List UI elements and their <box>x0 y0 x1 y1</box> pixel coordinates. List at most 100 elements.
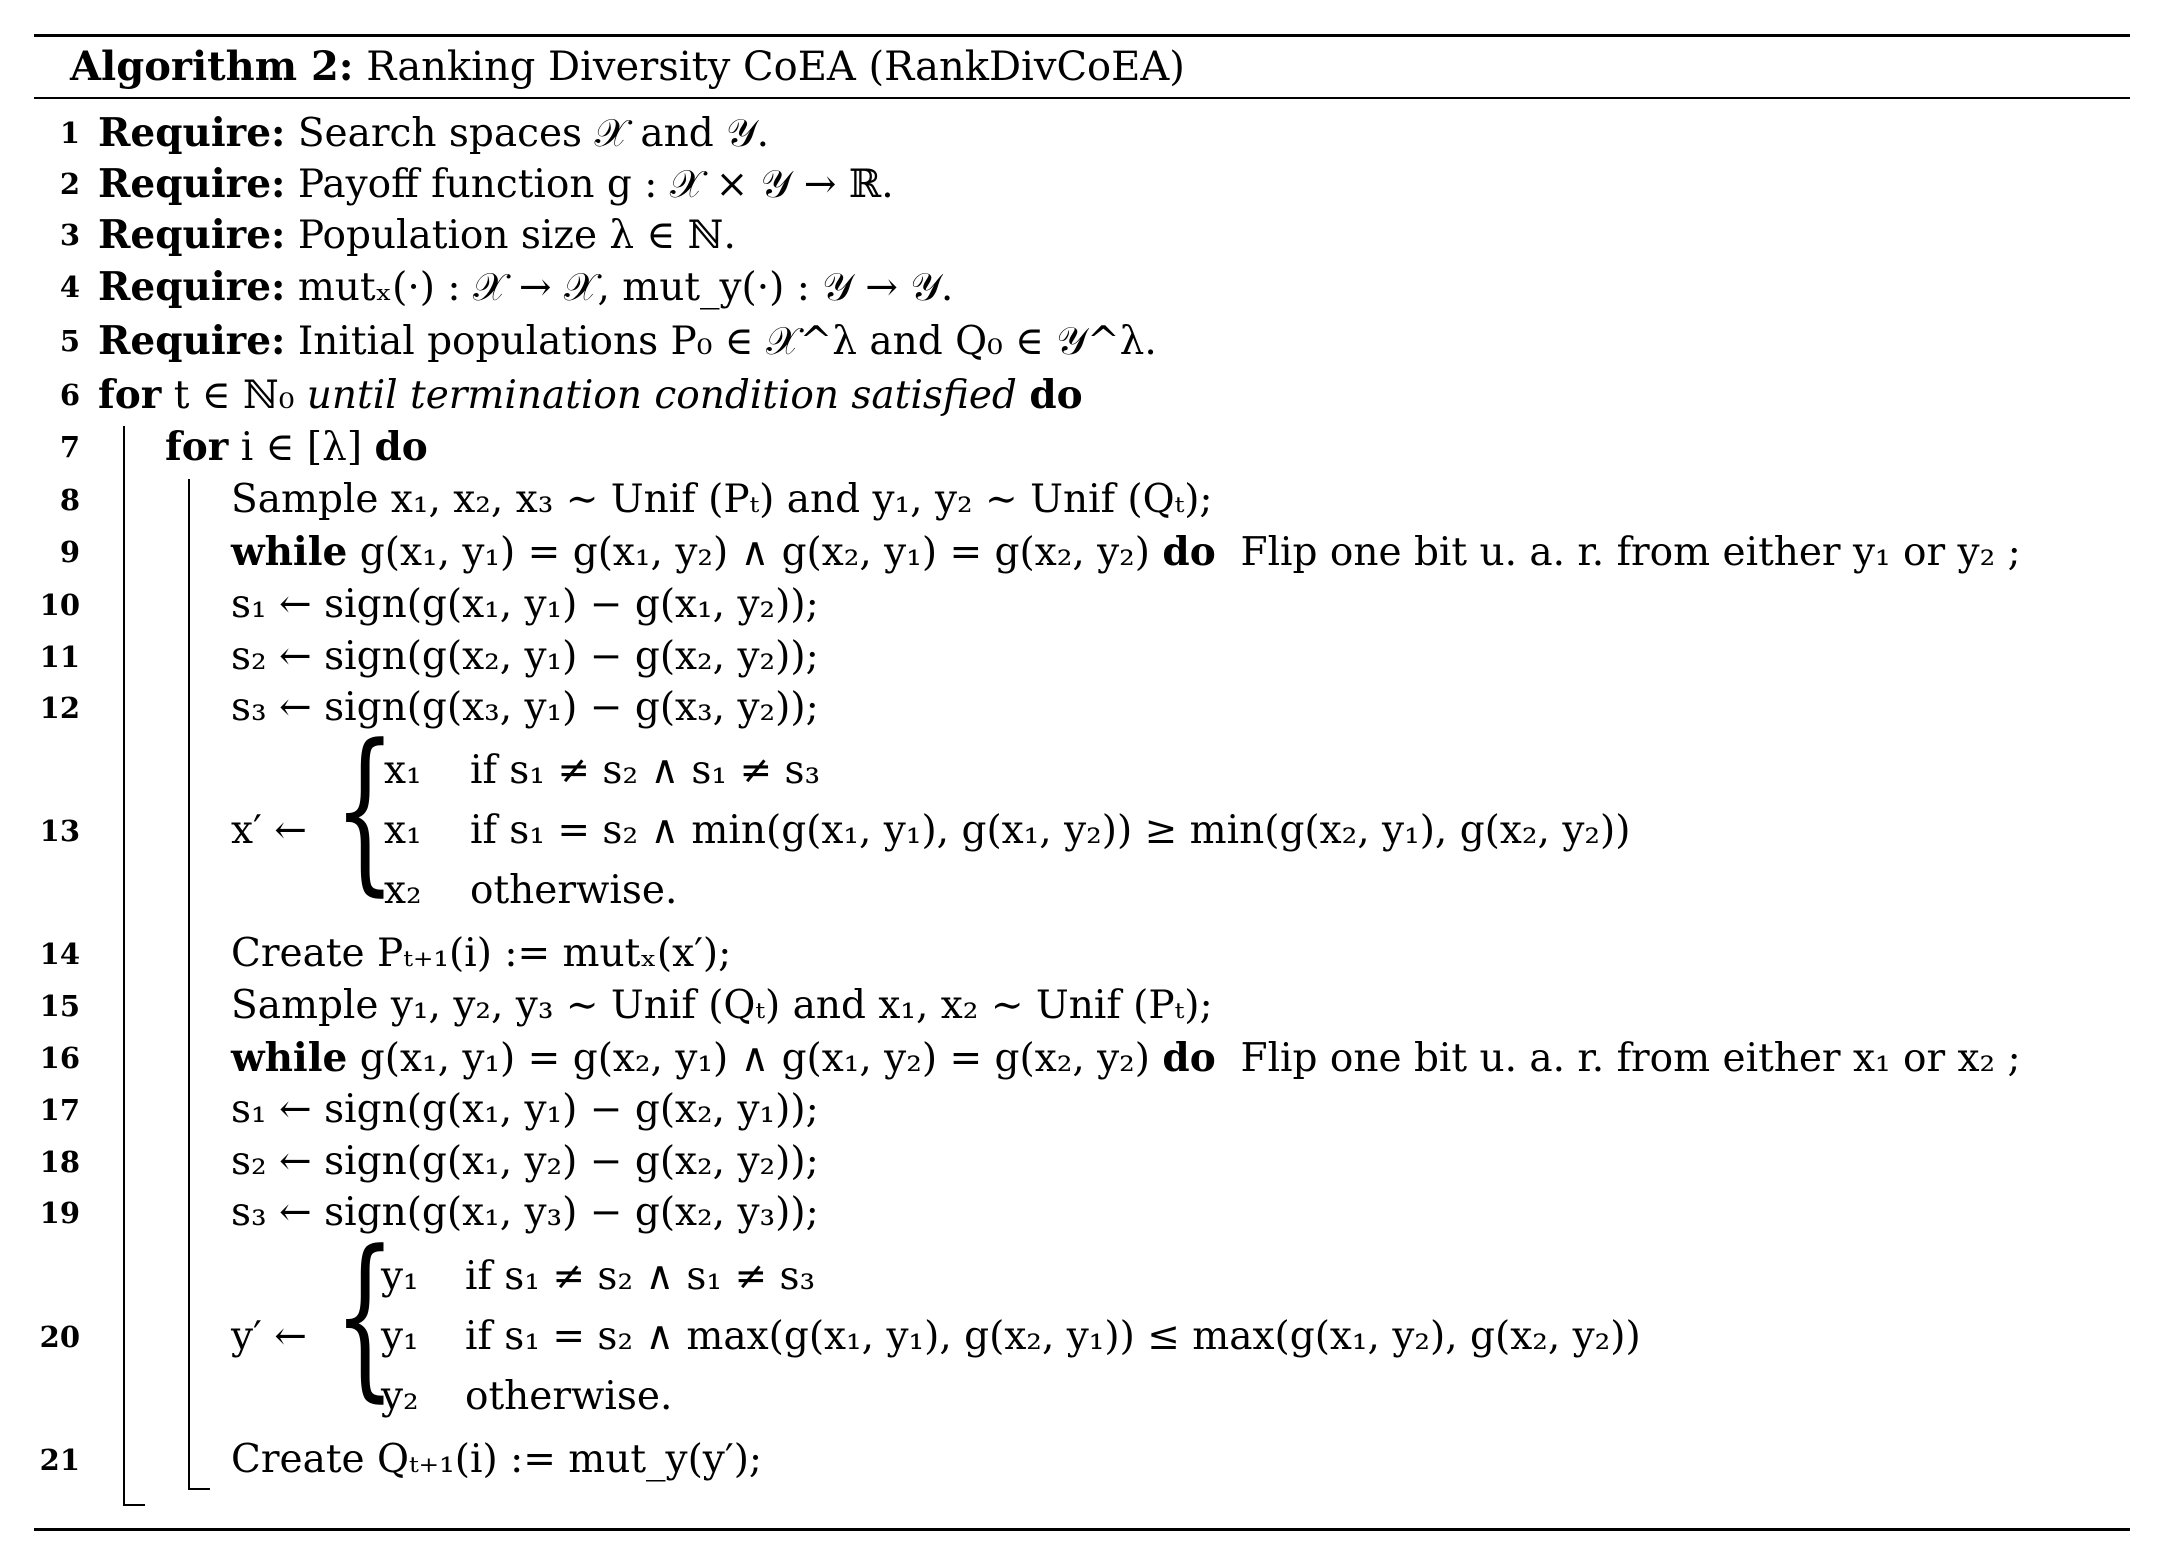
line-text: i ∈ [λ] <box>240 425 363 470</box>
for-keyword: for <box>165 424 229 470</box>
case-condition: otherwise. <box>470 868 678 913</box>
algo-line-8: 8 Sample x₁, x₂, x₃ ∼ Unif (Pₜ) and y₁, … <box>0 475 2165 525</box>
line-number: 3 <box>59 218 80 252</box>
line-code: while g(x₁, y₁) = g(x₂, y₁) ∧ g(x₁, y₂) … <box>231 1033 2021 1084</box>
algo-line-4: 4 Require: mutₓ(·) : 𝒳 → 𝒳, mut_y(·) : 𝒴… <box>0 262 2165 312</box>
algo-line-6: 6 for t ∈ ℕ₀ until termination condition… <box>0 370 2165 420</box>
line-number: 21 <box>39 1443 80 1477</box>
line-text: Population size λ ∈ ℕ. <box>297 213 736 258</box>
case-condition: if s₁ = s₂ ∧ max(g(x₁, y₁), g(x₂, y₁)) ≤… <box>465 1314 1641 1359</box>
algo-line-10: 10 s₁ ← sign(g(x₁, y₁) − g(x₁, y₂)); <box>0 580 2165 630</box>
line-code: Sample x₁, x₂, x₃ ∼ Unif (Pₜ) and y₁, y₂… <box>231 477 1213 522</box>
left-brace-icon: { <box>334 707 396 912</box>
line-number: 5 <box>59 324 80 358</box>
algorithm-caption: Algorithm 2: Ranking Diversity CoEA (Ran… <box>70 38 1185 96</box>
line-code: while g(x₁, y₁) = g(x₁, y₂) ∧ g(x₂, y₁) … <box>231 527 2021 578</box>
do-keyword: do <box>1162 1035 1216 1081</box>
bottom-rule <box>34 1528 2130 1531</box>
line-code: Require: Initial populations P₀ ∈ 𝒳^λ an… <box>98 315 1157 368</box>
inner-loop-foot <box>188 1488 210 1490</box>
line-number: 15 <box>39 989 80 1023</box>
line-number: 13 <box>39 814 80 848</box>
line-code: s₃ ← sign(g(x₁, y₃) − g(x₂, y₃)); <box>231 1190 819 1235</box>
case-value: x₁ <box>384 808 422 853</box>
inner-loop-bar <box>188 479 190 1490</box>
line-text: Payoff function g : 𝒳 × 𝒴 → ℝ. <box>297 162 894 207</box>
line-number: 6 <box>59 378 80 412</box>
algo-line-17: 17 s₁ ← sign(g(x₁, y₁) − g(x₂, y₁)); <box>0 1085 2165 1135</box>
do-keyword: do <box>1029 372 1083 418</box>
line-code: Require: mutₓ(·) : 𝒳 → 𝒳, mut_y(·) : 𝒴 →… <box>98 262 953 313</box>
line-code: s₂ ← sign(g(x₁, y₂) − g(x₂, y₂)); <box>231 1139 819 1184</box>
outer-loop-bar <box>123 426 125 1506</box>
algo-line-5: 5 Require: Initial populations P₀ ∈ 𝒳^λ … <box>0 315 2165 367</box>
for-keyword: for <box>98 372 162 418</box>
line-code: s₁ ← sign(g(x₁, y₁) − g(x₁, y₂)); <box>231 582 819 627</box>
line-text: Initial populations P₀ ∈ 𝒳^λ and Q₀ ∈ 𝒴^… <box>297 319 1157 364</box>
assignment-lhs: y′ ← <box>231 1314 307 1359</box>
do-keyword: do <box>374 424 428 470</box>
top-rule <box>34 34 2130 37</box>
line-number: 8 <box>59 483 80 517</box>
line-number: 17 <box>39 1093 80 1127</box>
algorithm-title: Ranking Diversity CoEA (RankDivCoEA) <box>366 44 1185 90</box>
line-number: 2 <box>59 167 80 201</box>
line-number: 14 <box>39 937 80 971</box>
line-code: Require: Payoff function g : 𝒳 × 𝒴 → ℝ. <box>98 159 894 210</box>
line-number: 11 <box>39 640 80 674</box>
line-number: 4 <box>59 270 80 304</box>
line-code: s₁ ← sign(g(x₁, y₁) − g(x₂, y₁)); <box>231 1087 819 1132</box>
algo-line-16: 16 while g(x₁, y₁) = g(x₂, y₁) ∧ g(x₁, y… <box>0 1033 2165 1083</box>
line-text: Search spaces 𝒳 and 𝒴. <box>297 111 770 156</box>
while-keyword: while <box>231 1035 348 1081</box>
case-condition: if s₁ ≠ s₂ ∧ s₁ ≠ s₃ <box>465 1254 816 1299</box>
line-number: 1 <box>59 116 80 150</box>
algo-line-19: 19 s₃ ← sign(g(x₁, y₃) − g(x₂, y₃)); <box>0 1188 2165 1238</box>
do-keyword: do <box>1162 529 1216 575</box>
algo-line-3: 3 Require: Population size λ ∈ ℕ. <box>0 210 2165 260</box>
while-condition: g(x₁, y₁) = g(x₁, y₂) ∧ g(x₂, y₁) = g(x₂… <box>359 530 1151 575</box>
algo-line-14: 14 Create Pₜ₊₁(i) := mutₓ(x′); <box>0 929 2165 979</box>
algo-line-12: 12 s₃ ← sign(g(x₃, y₁) − g(x₃, y₂)); <box>0 683 2165 733</box>
while-condition: g(x₁, y₁) = g(x₂, y₁) ∧ g(x₁, y₂) = g(x₂… <box>359 1036 1151 1081</box>
left-brace-icon: { <box>334 1213 396 1418</box>
caption-rule <box>34 97 2130 99</box>
algo-line-1: 1 Require: Search spaces 𝒳 and 𝒴. <box>0 108 2165 158</box>
line-code: Sample y₁, y₂, y₃ ∼ Unif (Qₜ) and x₁, x₂… <box>231 983 1213 1028</box>
algo-line-13: 13 x′ ← { x₁ if s₁ ≠ s₂ ∧ s₁ ≠ s₃ x₁ if … <box>0 722 2165 920</box>
while-body: Flip one bit u. a. r. from either x₁ or … <box>1240 1036 2021 1081</box>
require-keyword: Require: <box>98 161 286 207</box>
require-keyword: Require: <box>98 264 286 310</box>
line-code: Require: Population size λ ∈ ℕ. <box>98 210 736 261</box>
while-body: Flip one bit u. a. r. from either y₁ or … <box>1240 530 2021 575</box>
line-code: Create Qₜ₊₁(i) := mut_y(y′); <box>231 1437 763 1482</box>
require-keyword: Require: <box>98 318 286 364</box>
line-number: 7 <box>59 430 80 464</box>
case-value: y₁ <box>381 1254 419 1299</box>
line-number: 20 <box>39 1320 80 1354</box>
case-value: x₂ <box>384 868 422 913</box>
case-value: y₂ <box>381 1374 419 1419</box>
line-text: mutₓ(·) : 𝒳 → 𝒳, mut_y(·) : 𝒴 → 𝒴. <box>297 265 954 310</box>
line-code: s₂ ← sign(g(x₂, y₁) − g(x₂, y₂)); <box>231 634 819 679</box>
outer-loop-foot <box>123 1504 145 1506</box>
algo-line-15: 15 Sample y₁, y₂, y₃ ∼ Unif (Qₜ) and x₁,… <box>0 981 2165 1031</box>
line-code: s₃ ← sign(g(x₃, y₁) − g(x₃, y₂)); <box>231 685 819 730</box>
loop-condition: until termination condition satisfied <box>306 373 1017 418</box>
line-code: for i ∈ [λ] do <box>165 422 428 473</box>
line-code: for t ∈ ℕ₀ until termination condition s… <box>98 370 1083 421</box>
case-condition: if s₁ = s₂ ∧ min(g(x₁, y₁), g(x₁, y₂)) ≥… <box>470 808 1631 853</box>
line-code: Require: Search spaces 𝒳 and 𝒴. <box>98 108 769 159</box>
line-number: 16 <box>39 1041 80 1075</box>
algo-line-18: 18 s₂ ← sign(g(x₁, y₂) − g(x₂, y₂)); <box>0 1137 2165 1187</box>
algorithm-label: Algorithm 2: <box>70 43 354 90</box>
algo-line-20: 20 y′ ← { y₁ if s₁ ≠ s₂ ∧ s₁ ≠ s₃ y₁ if … <box>0 1228 2165 1426</box>
algo-line-11: 11 s₂ ← sign(g(x₂, y₁) − g(x₂, y₂)); <box>0 632 2165 682</box>
require-keyword: Require: <box>98 110 286 156</box>
require-keyword: Require: <box>98 212 286 258</box>
line-code: Create Pₜ₊₁(i) := mutₓ(x′); <box>231 931 732 976</box>
algo-line-2: 2 Require: Payoff function g : 𝒳 × 𝒴 → ℝ… <box>0 159 2165 209</box>
while-keyword: while <box>231 529 348 575</box>
algo-line-21: 21 Create Qₜ₊₁(i) := mut_y(y′); <box>0 1435 2165 1485</box>
case-value: y₁ <box>381 1314 419 1359</box>
